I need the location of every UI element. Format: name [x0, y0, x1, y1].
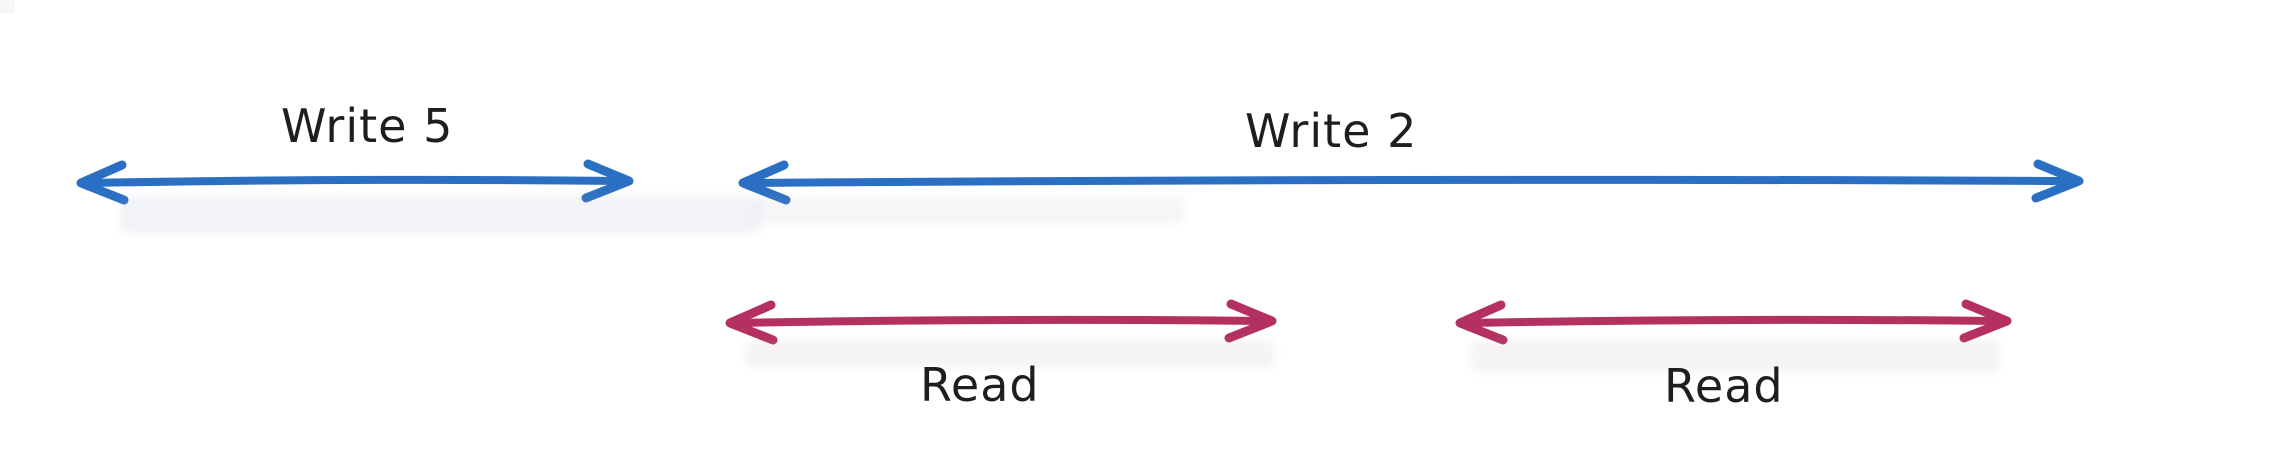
write2-label: Write 2	[1245, 104, 1418, 158]
write5-label: Write 5	[281, 99, 454, 153]
read2-arrow	[1455, 299, 2012, 345]
read2-label: Read	[1664, 359, 1784, 413]
write5-arrow	[76, 159, 634, 205]
write2-arrow	[738, 159, 2084, 205]
corner-artifact	[0, 0, 15, 13]
read1-label: Read	[920, 358, 1040, 412]
read1-arrow	[725, 299, 1277, 345]
